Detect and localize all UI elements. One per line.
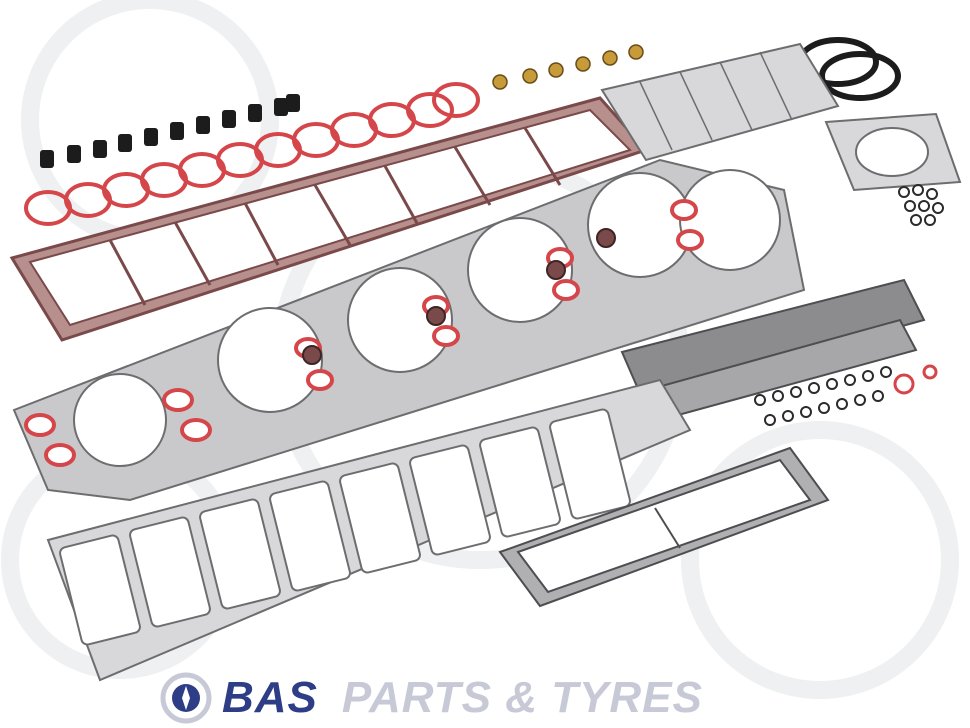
black-small-o-rings [754,366,892,426]
logo-tagline-text: PARTS & TYRES [341,673,703,722]
turbo-gasket [824,112,962,192]
brass-seals [492,44,644,90]
intake-gasket-strip [600,42,840,162]
brand-logo: BAS PARTS & TYRES [160,672,820,724]
small-o-rings [898,184,944,226]
exhaust-manifold-gaskets [46,378,692,682]
red-o-rings [24,82,480,226]
red-small-o-rings [893,364,938,395]
rocker-cover-gasket [9,96,649,342]
bas-roundel-icon [160,672,212,724]
cylinder-head-gaskets [12,158,806,502]
logo-brand-text: BAS [222,673,318,722]
black-plugs [40,94,300,168]
oil-pan-gasket [498,446,830,608]
